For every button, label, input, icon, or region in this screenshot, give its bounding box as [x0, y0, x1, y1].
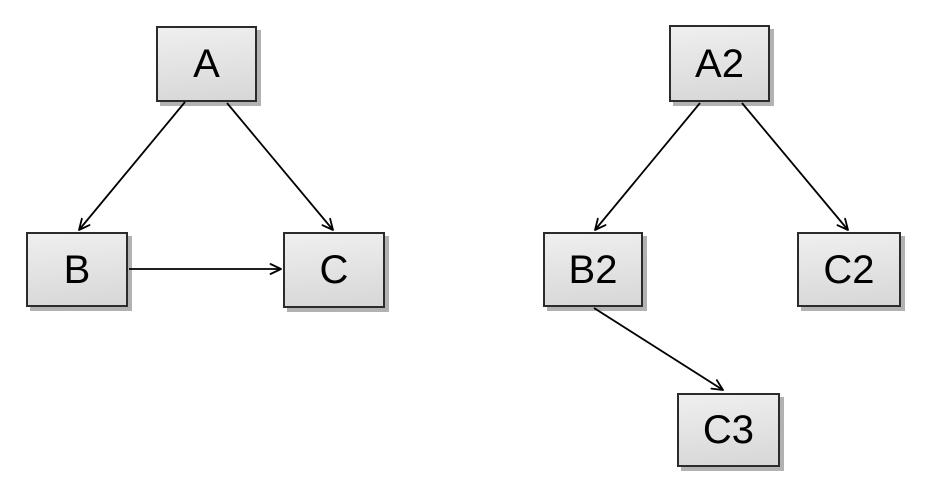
node-c3: C3	[677, 393, 780, 467]
node-label: C2	[823, 247, 875, 292]
node-a2: A2	[669, 25, 770, 102]
node-label: B	[63, 247, 91, 292]
node-c2: C2	[797, 232, 901, 307]
node-b2: B2	[543, 232, 643, 307]
node-label: B2	[568, 247, 618, 292]
node-label: C3	[702, 408, 755, 452]
node-b: B	[26, 232, 128, 307]
node-label: A	[193, 42, 220, 86]
node-c: C	[283, 232, 385, 308]
node-label: A2	[695, 41, 744, 86]
node-a: A	[156, 26, 257, 102]
node-label: C	[319, 248, 349, 292]
